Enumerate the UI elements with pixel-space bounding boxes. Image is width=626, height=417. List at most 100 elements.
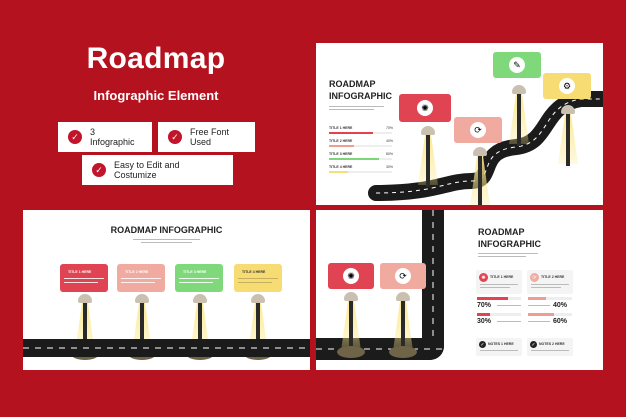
street-lamp [505,85,533,146]
text-line [480,287,510,288]
info-box-1: ✺ TITLE 1 HERE [476,270,522,294]
feature-label: Easy to Edit and Costumize [114,160,180,180]
bar-label: TITLE 1 HERE [329,126,353,130]
slide-preview-a: ROADMAP INFOGRAPHIC TITLE 1 HERE 70% TIT… [316,43,603,205]
text-line [329,109,374,110]
card-title: TITLE 3 HERE [183,270,207,274]
refresh-icon: ⟳ [395,268,411,284]
text-line [329,106,384,107]
text-line [179,278,219,279]
street-lamp [414,126,442,192]
slide-a-heading-1: ROADMAP [329,79,376,89]
roadmap-card-2: ⟳ [380,263,426,289]
text-line [531,284,569,285]
text-line [478,256,526,257]
card-title: TITLE 4 HERE [242,270,266,274]
slide-c-heading-1: ROADMAP [478,227,525,237]
globe-icon: ✺ [343,268,359,284]
bar-pct: 80% [386,152,394,156]
bar-label: TITLE 2 HERE [329,139,353,143]
slide-c-heading-2: INFOGRAPHIC [478,239,541,249]
street-lamp [466,147,494,205]
pencil-icon: ✎ [509,57,525,73]
horizontal-road [316,338,444,360]
stat-bar [528,297,572,300]
progress-fill [329,132,374,134]
text-line [497,321,521,322]
stat-fill [477,313,491,316]
text-line [133,239,200,240]
text-line [480,284,518,285]
notes-box-2: ✓ NOTES 2 HERE [527,338,573,356]
info-box-2: ⟳ TITLE 2 HERE [527,270,573,294]
text-line [497,305,521,306]
straight-road [23,339,310,357]
slide-b-heading: ROADMAP INFOGRAPHIC [110,225,223,235]
refresh-icon: ⟳ [470,122,486,138]
text-line [238,278,278,279]
stat-fill [528,313,555,316]
card-title: TITLE 2 HERE [125,270,149,274]
stat-bar [528,313,572,316]
roadmap-card-1: TITLE 1 HERE [60,264,108,292]
progress-bar [329,158,392,160]
text-line [480,350,518,351]
roadmap-card-3: ✎ [493,52,541,78]
text-line [141,242,192,243]
notes-title: NOTES 2 HERE [539,342,565,346]
text-line [528,305,550,306]
bar-pct: 30% [386,165,394,169]
text-line [121,278,161,279]
card-title: TITLE 1 HERE [68,270,92,274]
progress-bar [329,132,392,134]
progress-fill [329,145,355,147]
vertical-road [422,210,444,360]
bar-label: TITLE 3 HERE [329,152,353,156]
stat-pct: 40% [553,302,568,309]
text-line [179,282,213,283]
feature-badge-1: ✓ 3 Infographic [58,122,152,152]
text-line [64,282,98,283]
text-line [238,282,272,283]
roadmap-card-1: ✺ [399,94,451,122]
box-title: TITLE 1 HERE [490,275,514,279]
stat-bar [477,297,521,300]
notes-box-1: ✓ NOTES 1 HERE [476,338,522,356]
street-lamp [554,105,582,166]
hero-title: Roadmap [86,42,226,75]
text-line [121,282,155,283]
stat-fill [477,297,508,300]
stat-pct: 70% [477,302,492,309]
stat-fill [528,297,546,300]
slide-preview-c: ✺ ⟳ ROADMAP INFOGRAPHIC ✺ TITLE 1 HERE ⟳… [316,210,603,370]
feature-badge-2: ✓ Free Font Used [158,122,255,152]
text-line [531,350,569,351]
stat-bar [477,313,521,316]
progress-fill [329,171,348,173]
winding-road [368,91,603,201]
roadmap-card-1: ✺ [328,263,374,289]
notes-title: NOTES 1 HERE [488,342,514,346]
slide-a-heading-2: INFOGRAPHIC [329,91,392,101]
roadmap-card-4: TITLE 4 HERE [234,264,282,292]
feature-label: 3 Infographic [90,127,135,147]
check-icon: ✓ [530,341,537,348]
text-line [531,287,561,288]
text-line [528,321,550,322]
roadmap-card-2: ⟳ [454,117,502,143]
text-line [64,278,104,279]
check-icon: ✓ [68,130,82,144]
progress-fill [329,158,380,160]
bar-pct: 40% [386,139,394,143]
slide-preview-b: ROADMAP INFOGRAPHIC TITLE 1 HERE TITLE 2… [23,210,310,370]
street-lamp [389,292,417,358]
stat-pct: 30% [477,318,492,325]
street-lamp [337,292,365,358]
feature-label: Free Font Used [190,127,230,147]
box-title: TITLE 2 HERE [541,275,565,279]
stat-pct: 60% [553,318,568,325]
check-icon: ✓ [92,163,106,177]
bar-pct: 70% [386,126,394,130]
check-icon: ✓ [479,341,486,348]
roadmap-card-3: TITLE 3 HERE [175,264,223,292]
